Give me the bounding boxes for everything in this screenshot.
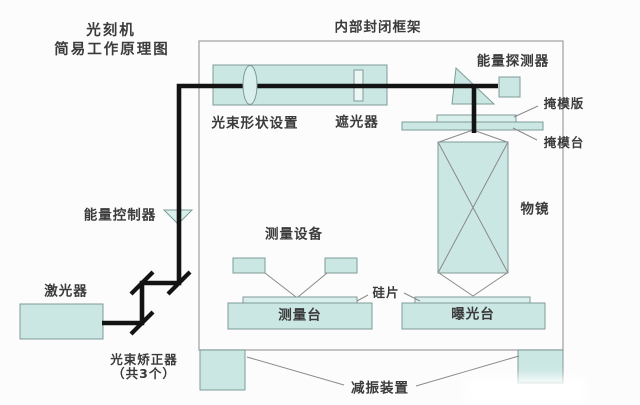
enclosure-frame <box>198 40 564 351</box>
label-beam-corrector-line1: 光束矫正器 <box>110 351 178 367</box>
label-exposure-stage: 曝光台 <box>451 306 495 323</box>
measurement-sensing-lines <box>264 272 328 298</box>
blurred-watermark <box>462 376 588 405</box>
diagram-title-line2: 简易工作原理图 <box>54 41 170 58</box>
label-mask-plate: 掩模版 <box>543 95 585 111</box>
beam-corrector-mirrors <box>129 270 192 336</box>
energy-detector-box <box>498 76 521 98</box>
label-beam-shaper: 光束形状设置 <box>211 115 299 132</box>
label-energy-controller: 能量控制器 <box>83 207 157 224</box>
label-wafer: 硅片 <box>372 284 400 300</box>
label-laser: 激光器 <box>44 283 88 300</box>
diagram-title-line1: 光刻机 <box>86 22 136 39</box>
measurement-device-left <box>232 257 266 274</box>
label-energy-detector: 能量探测器 <box>476 53 550 70</box>
frame-label: 内部封闭框架 <box>334 19 422 36</box>
wafer-right <box>414 296 531 304</box>
label-vibration-damper: 减振装置 <box>351 380 409 397</box>
damper-foot-left <box>199 349 246 391</box>
label-beam-corrector-line2: （共3个） <box>112 365 176 381</box>
exposure-stage-box <box>401 302 546 330</box>
laser-beam-path <box>102 83 498 326</box>
label-objective-lens: 物镜 <box>520 201 550 218</box>
measurement-stage-box <box>227 302 373 330</box>
leader-lines <box>246 105 539 387</box>
objective-optics-lines <box>437 129 509 297</box>
laser-box <box>19 303 104 340</box>
condenser-lens <box>242 65 258 105</box>
label-shutter: 遮光器 <box>335 114 379 131</box>
mask-plate-bar <box>436 114 517 123</box>
wafer-left <box>242 296 358 304</box>
label-measurement-stage: 测量台 <box>278 307 322 324</box>
measurement-device-right <box>324 257 358 274</box>
label-mask-stage: 掩模台 <box>543 134 585 150</box>
label-measurement-device: 测量设备 <box>265 226 323 243</box>
